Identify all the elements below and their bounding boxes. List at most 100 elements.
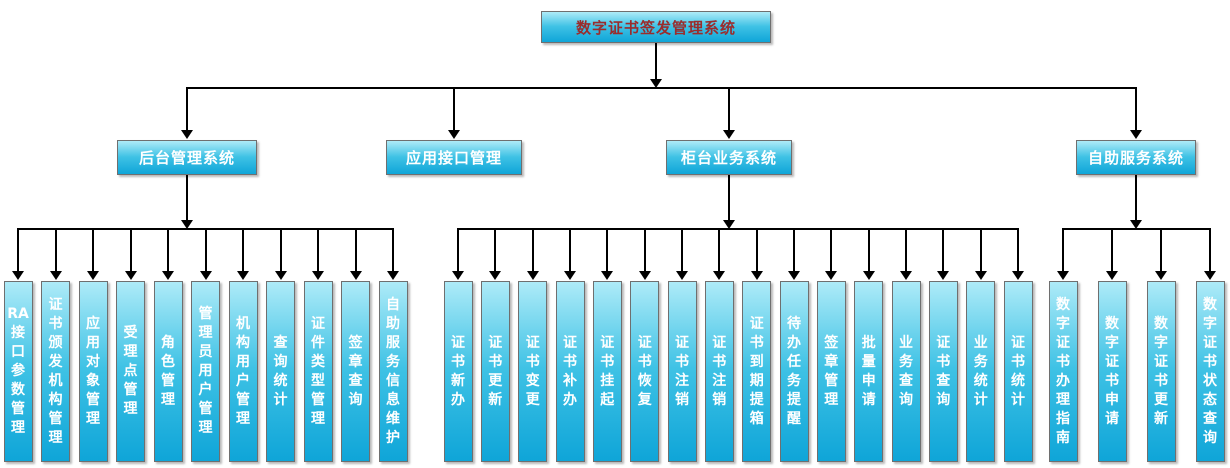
leaf-node-label: 数字证书申请 — [1105, 315, 1119, 427]
leaf-node: 签章查询 — [341, 281, 370, 462]
connector-line-vertical — [392, 230, 394, 271]
connector-line-vertical — [317, 230, 319, 271]
leaf-node: 批量申请 — [854, 281, 884, 462]
connector-line-vertical — [655, 43, 657, 79]
branch-node-api: 应用接口管理 — [386, 140, 522, 175]
connector-line-vertical — [279, 230, 282, 271]
connector-line-vertical — [643, 230, 646, 271]
leaf-node-label: 待办任务提醒 — [787, 315, 801, 427]
arrowhead-down-icon — [312, 271, 324, 280]
leaf-node: 证书挂起 — [592, 281, 622, 462]
branch-node-counter: 柜台业务系统 — [666, 140, 792, 175]
leaf-node-label: 证书注销 — [712, 334, 727, 408]
arrowhead-down-icon — [237, 271, 249, 280]
connector-line-vertical — [867, 230, 870, 271]
leaf-node-label: 管理员用户管理 — [198, 306, 213, 436]
root-node-label: 数字证书签发管理系统 — [575, 18, 736, 37]
leaf-node: 管理员用户管理 — [191, 281, 220, 462]
leaf-node-label: 批量申请 — [861, 334, 876, 408]
leaf-node-label: 业务查询 — [899, 334, 913, 408]
leaf-node: 证书更新 — [480, 281, 510, 462]
root-node: 数字证书签发管理系统 — [541, 11, 771, 43]
arrowhead-down-icon — [124, 271, 137, 280]
leaf-node: 证书颁发机构管理 — [41, 281, 70, 462]
arrowhead-down-icon — [181, 130, 193, 139]
arrowhead-down-icon — [448, 130, 460, 139]
leaf-node: 证书新办 — [443, 281, 473, 462]
leaf-node-label: 证书更新 — [488, 334, 503, 408]
arrowhead-down-icon — [723, 220, 735, 229]
leaf-node-label: 证书恢复 — [637, 334, 652, 408]
leaf-node-label: 数字证书办理指南 — [1056, 296, 1070, 446]
leaf-node: 数字证书办理指南 — [1048, 281, 1078, 462]
arrowhead-down-icon — [1204, 271, 1216, 280]
leaf-node: 证书恢复 — [630, 281, 660, 462]
connector-line-vertical — [92, 230, 94, 271]
connector-line-vertical — [569, 230, 571, 271]
arrowhead-down-icon — [1130, 220, 1142, 229]
leaf-node: 待办任务提醒 — [779, 281, 809, 462]
leaf-node: 证书注销 — [704, 281, 734, 462]
leaf-node-label: 业务统计 — [973, 334, 988, 408]
leaf-node-label: 自助服务信息维护 — [386, 296, 400, 446]
leaf-node: 证书变更 — [518, 281, 548, 462]
branch-node-label: 应用接口管理 — [405, 149, 502, 167]
connector-line-vertical — [942, 230, 945, 271]
arrowhead-down-icon — [723, 130, 735, 139]
leaf-node: 查询统计 — [266, 281, 295, 462]
connector-line-vertical — [1111, 230, 1113, 271]
arrowhead-down-icon — [87, 271, 99, 280]
arrowhead-down-icon — [387, 271, 399, 280]
connector-line-vertical — [755, 230, 758, 271]
leaf-node-label: 签章查询 — [348, 334, 363, 408]
arrowhead-down-icon — [750, 271, 763, 280]
arrowhead-down-icon — [1106, 271, 1118, 280]
arrowhead-down-icon — [526, 271, 539, 280]
branch-node-label: 后台管理系统 — [138, 149, 235, 167]
connector-line-vertical — [1209, 230, 1211, 271]
leaf-node: 数字证书更新 — [1146, 281, 1176, 462]
connector-line-vertical — [354, 230, 357, 271]
connector-line-horizontal — [186, 87, 1137, 89]
leaf-node: 数字证书申请 — [1097, 281, 1127, 462]
leaf-node: 业务查询 — [891, 281, 921, 462]
leaf-node-label: 证书补办 — [563, 334, 577, 408]
arrowhead-down-icon — [564, 271, 576, 280]
connector-line-vertical — [186, 175, 188, 220]
leaf-node-label: 角色管理 — [161, 334, 175, 408]
leaf-node-label: 证书新办 — [451, 334, 465, 408]
arrowhead-down-icon — [1155, 271, 1167, 280]
arrowhead-down-icon — [974, 271, 987, 280]
leaf-node-label: 证书到期提箱 — [749, 315, 764, 427]
arrowhead-down-icon — [650, 79, 662, 88]
connector-line-horizontal — [457, 228, 1019, 230]
connector-line-vertical — [793, 230, 795, 271]
arrowhead-down-icon — [638, 271, 651, 280]
connector-line-horizontal — [1062, 228, 1211, 230]
leaf-node-label: 证书挂起 — [600, 334, 615, 408]
arrowhead-down-icon — [788, 271, 800, 280]
leaf-node-label: 签章管理 — [824, 334, 839, 408]
connector-line-vertical — [17, 230, 19, 271]
connector-line-vertical — [186, 89, 188, 130]
connector-line-vertical — [457, 230, 459, 271]
arrowhead-down-icon — [1057, 271, 1069, 280]
connector-line-vertical — [1135, 175, 1137, 220]
arrowhead-down-icon — [489, 271, 502, 280]
connector-line-vertical — [531, 230, 534, 271]
leaf-node-label: 数字证书状态查询 — [1203, 296, 1217, 446]
leaf-node-label: 查询统计 — [273, 334, 288, 408]
leaf-node-label: 证书注销 — [675, 334, 689, 408]
connector-line-vertical — [728, 175, 730, 220]
leaf-node: 签章管理 — [816, 281, 846, 462]
connector-line-vertical — [681, 230, 683, 271]
connector-line-vertical — [242, 230, 244, 271]
leaf-node: 业务统计 — [966, 281, 996, 462]
connector-line-vertical — [204, 230, 207, 271]
arrowhead-down-icon — [199, 271, 212, 280]
leaf-node-label: 应用对象管理 — [86, 315, 100, 427]
leaf-node-label: 证书统计 — [1011, 334, 1025, 408]
